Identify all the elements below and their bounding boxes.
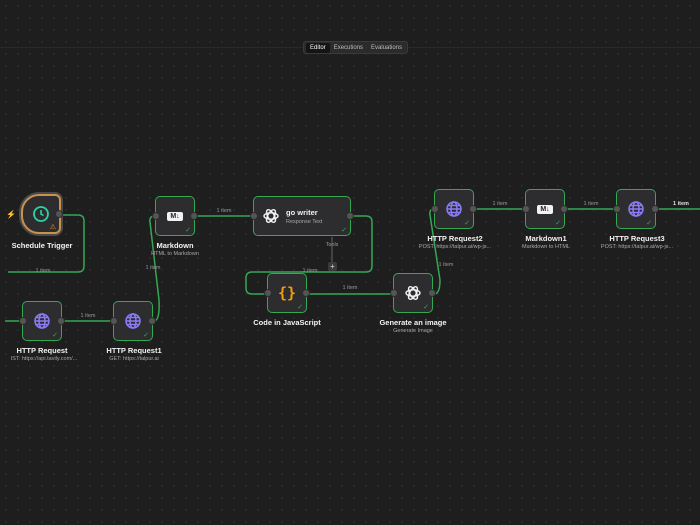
output-port[interactable] <box>190 212 198 220</box>
code-braces-icon: {} <box>277 284 297 302</box>
output-port[interactable] <box>55 210 63 218</box>
node-title: Markdown <box>156 241 194 250</box>
edge-label: 1 item <box>302 268 318 274</box>
input-port[interactable] <box>613 205 621 213</box>
markdown-icon: M↓ <box>537 204 553 214</box>
output-port[interactable] <box>302 289 310 297</box>
edge-label: 1 item <box>145 265 161 271</box>
add-tool-button[interactable]: + <box>328 262 337 271</box>
input-port[interactable] <box>152 212 160 220</box>
input-port[interactable] <box>390 289 398 297</box>
edge-label: 1 item <box>80 313 96 319</box>
connection-http1-markdown <box>149 215 160 322</box>
node-subtitle: HTML to Markdown <box>151 251 199 257</box>
globe-icon <box>446 201 462 217</box>
node-subtitle: IST: https://api.tavily.com/... <box>10 356 78 362</box>
globe-icon <box>34 313 50 329</box>
output-port[interactable] <box>346 212 354 220</box>
view-tabs: Editor Executions Evaluations <box>303 41 408 54</box>
node-title: HTTP Request2 <box>427 234 483 243</box>
node-subtitle: POST: https://talpur.ai/wp-js... <box>600 244 674 250</box>
trigger-bolt-icon: ⚡ <box>6 210 16 219</box>
node-title: HTTP Request <box>16 346 68 355</box>
edge-label: 1 item <box>673 201 689 207</box>
tools-label: Tools <box>325 242 339 248</box>
input-port[interactable] <box>431 205 439 213</box>
node-title: Markdown1 <box>525 234 567 243</box>
node-subtitle: POST: https://talpur.ai/wp-js... <box>418 244 492 250</box>
edge-label: 1 item <box>492 201 508 207</box>
tab-evaluations[interactable]: Evaluations <box>371 44 403 51</box>
output-port[interactable] <box>469 205 477 213</box>
node-title: go writer <box>286 207 318 217</box>
connection-gowriter-code <box>245 215 373 295</box>
node-subtitle: Markdown to HTML <box>522 244 570 250</box>
connection-trigger-out <box>8 214 85 273</box>
tab-editor[interactable]: Editor <box>306 42 330 53</box>
output-port[interactable] <box>428 289 436 297</box>
success-check-icon: ✓ <box>185 227 191 234</box>
tab-executions[interactable]: Executions <box>333 44 364 51</box>
edge-label: 1 item <box>583 201 599 207</box>
openai-icon <box>405 286 421 300</box>
node-go-writer[interactable]: go writer Response Text ✓ <box>250 196 354 236</box>
globe-icon <box>628 201 644 217</box>
output-port[interactable] <box>148 317 156 325</box>
node-title: HTTP Request3 <box>609 234 665 243</box>
input-port[interactable] <box>250 212 258 220</box>
edge-label: 1 item <box>438 262 454 268</box>
node-title: Code in JavaScript <box>253 318 321 327</box>
success-check-icon: ✓ <box>143 332 149 339</box>
success-check-icon: ✓ <box>297 304 303 311</box>
node-subtitle: GET: https://talpur.ai <box>109 356 159 362</box>
node-http-request2[interactable]: ✓ <box>431 189 477 229</box>
input-port[interactable] <box>522 205 530 213</box>
output-port[interactable] <box>560 205 568 213</box>
edge-label: 1 item <box>342 285 358 291</box>
node-title: HTTP Request1 <box>106 346 162 355</box>
input-port[interactable] <box>110 317 118 325</box>
node-subtitle: Response Text <box>286 218 323 225</box>
success-check-icon: ✓ <box>341 227 347 234</box>
node-http-request[interactable]: ✓ <box>19 301 65 341</box>
clock-icon <box>33 206 49 222</box>
node-title: Generate an image <box>379 318 447 327</box>
node-code-javascript[interactable]: {} ✓ <box>264 273 310 313</box>
output-port[interactable] <box>651 205 659 213</box>
warning-icon: ⚠ <box>49 224 56 231</box>
node-markdown[interactable]: M↓ ✓ <box>152 196 198 236</box>
success-check-icon: ✓ <box>423 304 429 311</box>
node-title: Schedule Trigger <box>11 241 73 250</box>
success-check-icon: ✓ <box>555 220 561 227</box>
globe-icon <box>125 313 141 329</box>
markdown-icon: M↓ <box>167 211 183 221</box>
node-http-request3[interactable]: ✓ <box>613 189 659 229</box>
node-markdown1[interactable]: M↓ ✓ <box>522 189 568 229</box>
node-subtitle: Generate Image <box>393 328 433 334</box>
input-port[interactable] <box>19 317 27 325</box>
node-schedule-trigger[interactable]: ⚠ <box>21 194 63 234</box>
success-check-icon: ✓ <box>52 332 58 339</box>
success-check-icon: ✓ <box>646 220 652 227</box>
openai-icon <box>263 209 279 223</box>
success-check-icon: ✓ <box>464 220 470 227</box>
edge-label: 1 item <box>216 208 232 214</box>
edge-label: 1 item <box>35 268 51 274</box>
input-port[interactable] <box>264 289 272 297</box>
node-generate-image[interactable]: ✓ <box>390 273 436 313</box>
output-port[interactable] <box>57 317 65 325</box>
node-http-request1[interactable]: ✓ <box>110 301 156 341</box>
